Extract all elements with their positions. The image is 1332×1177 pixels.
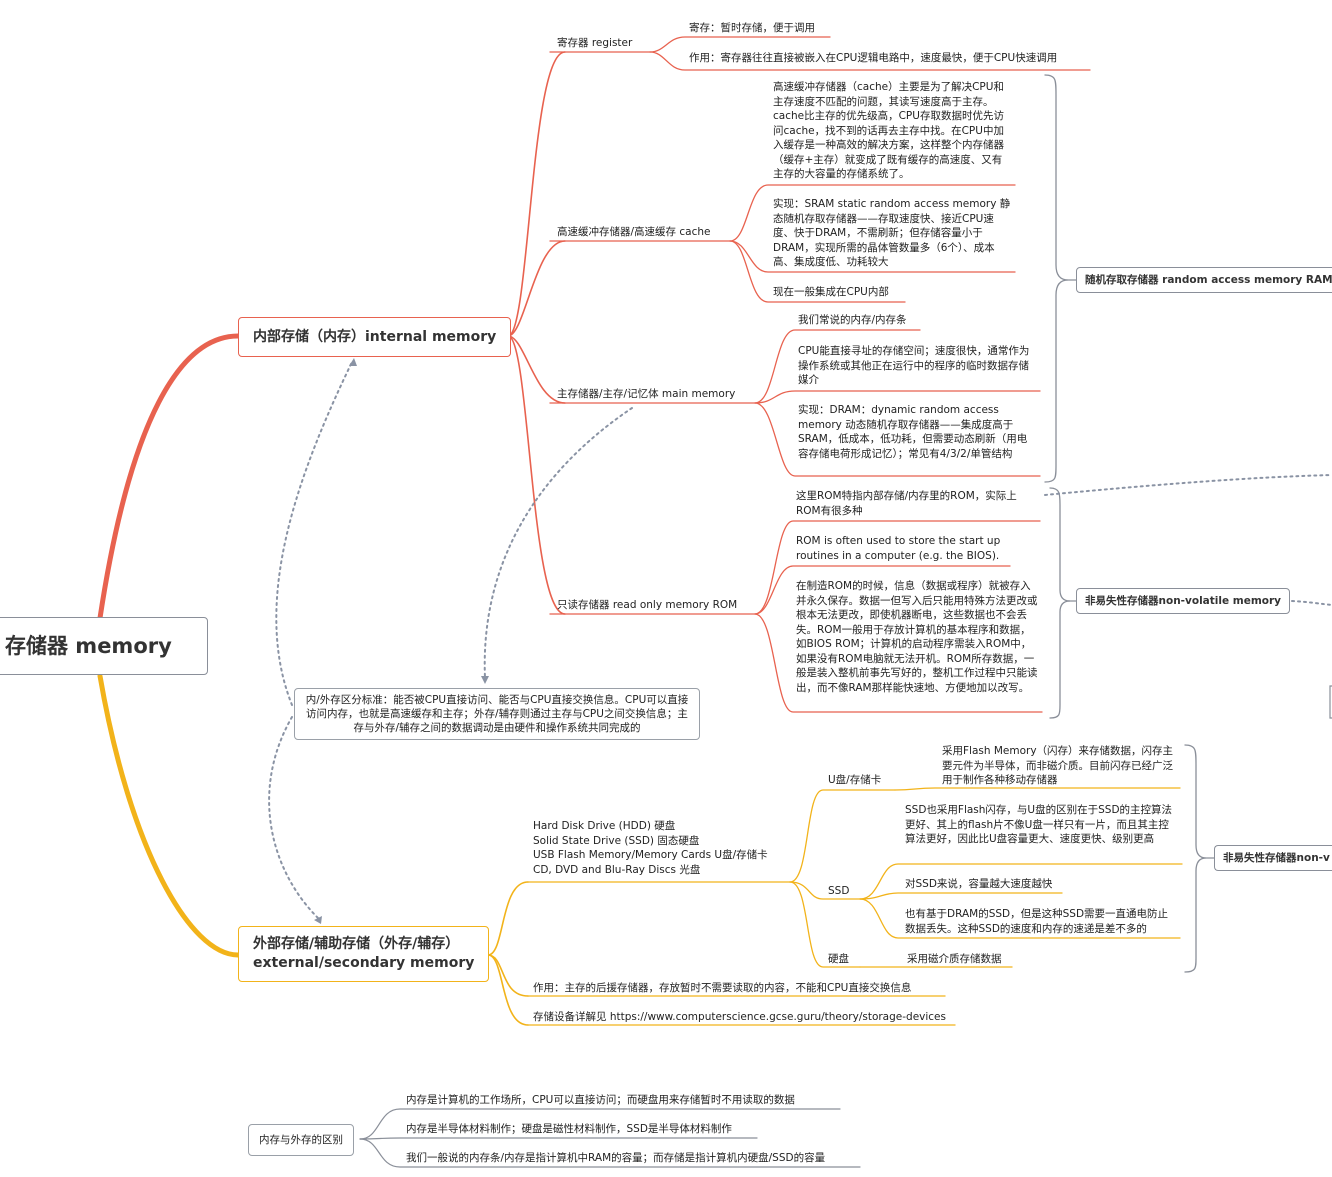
summary-ram-label: 随机存取存储器 random access memory RAM bbox=[1085, 274, 1332, 286]
external-link[interactable]: 存储设备详解见 https://www.computerscience.gcse… bbox=[533, 1011, 946, 1023]
ssd-node[interactable]: SSD bbox=[828, 885, 850, 897]
usb-node[interactable]: U盘/存储卡 bbox=[828, 774, 882, 786]
main-memory-leaf-2[interactable]: CPU能直接寻址的存储空间；速度很快，通常作为操作系统或其他正在运行中的程序的临… bbox=[798, 345, 1030, 386]
root-node[interactable]: 存储器 memory bbox=[0, 617, 208, 675]
rom-leaf-1[interactable]: 这里ROM特指内部存储/内存里的ROM，实际上ROM有很多种 bbox=[796, 490, 1017, 517]
rom-leaf-2[interactable]: ROM is often used to store the start up … bbox=[796, 535, 1001, 562]
root-label: 存储器 memory bbox=[5, 634, 172, 658]
external-memory-label-2: external/secondary memory bbox=[253, 955, 475, 971]
diff-leaf-1[interactable]: 内存是计算机的工作场所，CPU可以直接访问；而硬盘用来存储暂时不用读取的数据 bbox=[406, 1094, 795, 1106]
ssd-leaf-2[interactable]: 对SSD来说，容量越大速度越快 bbox=[905, 878, 1053, 890]
summary-non-volatile-external[interactable]: 非易失性存储器non-v bbox=[1214, 845, 1332, 871]
summary-ram[interactable]: 随机存取存储器 random access memory RAM bbox=[1076, 267, 1332, 293]
cache-node[interactable]: 高速缓冲存储器/高速缓存 cache bbox=[557, 226, 711, 238]
device-item: USB Flash Memory/Memory Cards U盘/存储卡 bbox=[533, 849, 768, 861]
rom-node[interactable]: 只读存储器 read only memory ROM bbox=[557, 599, 738, 611]
internal-memory-label: 内部存储（内存）internal memory bbox=[253, 329, 497, 345]
distinction-note-text: 内/外存区分标准：能否被CPU直接访问、能否与CPU直接交换信息。CPU可以直接… bbox=[305, 694, 689, 734]
rom-leaf-3[interactable]: 在制造ROM的时候，信息（数据或程序）就被存入并永久保存。数据一但写入后只能用特… bbox=[796, 580, 1038, 694]
main-memory-node[interactable]: 主存储器/主存/记忆体 main memory bbox=[557, 388, 736, 400]
device-list[interactable]: Hard Disk Drive (HDD) 硬盘 Solid State Dri… bbox=[533, 819, 768, 877]
internal-memory-node[interactable]: 内部存储（内存）internal memory bbox=[238, 317, 512, 357]
register-node[interactable]: 寄存器 register bbox=[557, 37, 633, 49]
main-memory-leaf-1[interactable]: 我们常说的内存/内存条 bbox=[798, 314, 907, 326]
cache-leaf-2[interactable]: 实现：SRAM static random access memory 静态随机… bbox=[773, 198, 1011, 268]
device-item: Solid State Drive (SSD) 固态硬盘 bbox=[533, 834, 700, 847]
device-item: Hard Disk Drive (HDD) 硬盘 bbox=[533, 820, 676, 832]
cache-leaf-3[interactable]: 现在一般集成在CPU内部 bbox=[773, 286, 889, 298]
diff-leaf-2[interactable]: 内存是半导体材料制作；硬盘是磁性材料制作，SSD是半导体材料制作 bbox=[406, 1123, 732, 1135]
summary-non-volatile[interactable]: 非易失性存储器non-volatile memory bbox=[1076, 588, 1290, 614]
usb-leaf[interactable]: 采用Flash Memory（闪存）来存储数据，闪存主要元件为半导体，而非磁介质… bbox=[942, 745, 1174, 786]
distinction-note[interactable]: 内/外存区分标准：能否被CPU直接访问、能否与CPU直接交换信息。CPU可以直接… bbox=[294, 688, 700, 740]
hdd-node[interactable]: 硬盘 bbox=[828, 953, 849, 965]
diff-label: 内存与外存的区别 bbox=[259, 1134, 343, 1146]
hdd-leaf[interactable]: 采用磁介质存储数据 bbox=[907, 953, 1002, 965]
summary-non-volatile-label: 非易失性存储器non-volatile memory bbox=[1085, 595, 1281, 607]
external-memory-label-1: 外部存储/辅助存储（外存/辅存） bbox=[253, 936, 460, 952]
main-memory-leaf-3[interactable]: 实现：DRAM：dynamic random access memory 动态随… bbox=[798, 404, 1028, 460]
external-memory-node[interactable]: 外部存储/辅助存储（外存/辅存） external/secondary memo… bbox=[238, 926, 490, 982]
summary-non-volatile-external-label: 非易失性存储器non-v bbox=[1223, 852, 1330, 864]
diff-leaf-3[interactable]: 我们一般说的内存条/内存是指计算机中RAM的容量；而存储是指计算机内硬盘/SSD… bbox=[406, 1152, 826, 1164]
ssd-leaf-1[interactable]: SSD也采用Flash闪存，与U盘的区别在于SSD的主控算法更好、其上的flas… bbox=[905, 804, 1173, 845]
device-item: CD, DVD and Blu-Ray Discs 光盘 bbox=[533, 863, 701, 876]
external-role[interactable]: 作用：主存的后援存储器，存放暂时不需要读取的内容，不能和CPU直接交换信息 bbox=[533, 982, 912, 994]
ssd-leaf-3[interactable]: 也有基于DRAM的SSD，但是这种SSD需要一直通电防止数据丢失。这种SSD的速… bbox=[905, 908, 1169, 935]
cache-leaf-1[interactable]: 高速缓冲存储器（cache）主要是为了解决CPU和主存速度不匹配的问题，其读写速… bbox=[773, 81, 1004, 180]
register-leaf-1[interactable]: 寄存：暂时存储，便于调用 bbox=[689, 22, 815, 34]
register-leaf-2[interactable]: 作用：寄存器往往直接被嵌入在CPU逻辑电路中，速度最快，便于CPU快速调用 bbox=[689, 52, 1058, 64]
diff-node[interactable]: 内存与外存的区别 bbox=[248, 1124, 354, 1156]
